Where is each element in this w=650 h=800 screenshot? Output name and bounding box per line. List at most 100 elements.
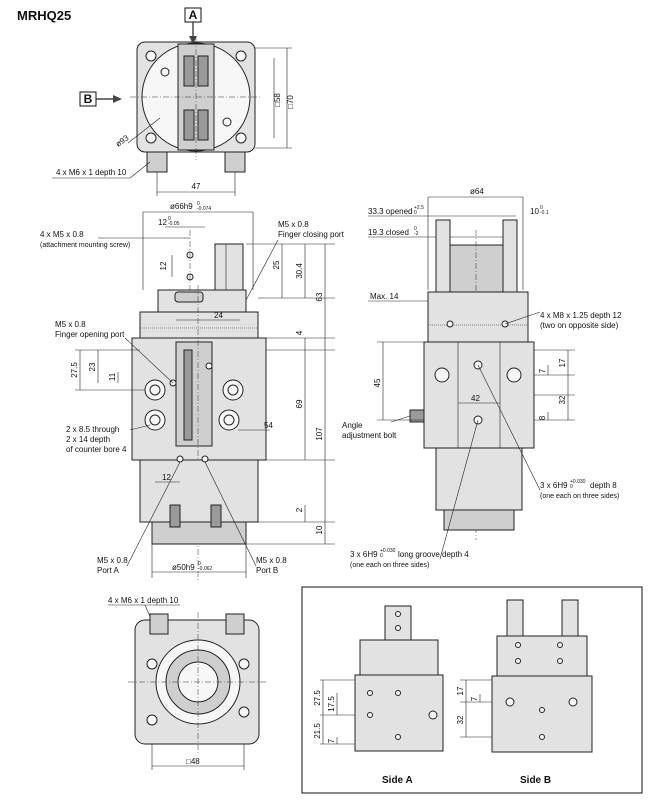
side-cylinder-body: [423, 341, 535, 449]
inset-b-finger-l: [506, 599, 524, 637]
front-center-rack: [183, 349, 193, 441]
front-base-bolt-2: [210, 504, 222, 528]
side-thread-1: [446, 320, 454, 328]
through-1: 2 x 8.5 through: [66, 425, 119, 434]
opened: 33.3 opened: [368, 207, 413, 216]
inset-dim-32: 32: [456, 715, 465, 724]
inset-frame: [301, 586, 643, 794]
svg-text:-0.05: -0.05: [168, 221, 180, 227]
inset-panel: 27.5 17.5 21.5 7 Side A 17 7 32 Side B: [301, 586, 643, 794]
top-finger-1: [183, 55, 195, 87]
front-port-a: [176, 455, 184, 463]
hole-label-2: (one each on three sides): [540, 493, 619, 500]
closed: 19.3 closed: [368, 228, 409, 237]
port-a-1: M5 x 0.8: [97, 556, 128, 565]
dim-25: 25: [272, 260, 281, 269]
closing-port-1: M5 x 0.8: [278, 220, 309, 229]
dim-107: 107: [315, 427, 324, 441]
attach-label-1: 4 x M5 x 0.8: [40, 230, 84, 239]
bottom-bolt-2: [225, 613, 245, 635]
max-14: Max. 14: [370, 292, 399, 301]
dim-48: □48: [186, 757, 200, 766]
top-bolt-right: [224, 151, 246, 173]
front-base: [151, 521, 247, 545]
dim-93: ø93: [114, 133, 131, 149]
top-finger-3: [183, 109, 195, 141]
port-b-leader: [204, 461, 257, 567]
top-hole-6: [222, 117, 232, 127]
front-lower-body: [139, 459, 259, 523]
hole-label-depth: depth 8: [590, 481, 617, 490]
inset-dim-17-5: 17.5: [327, 696, 336, 712]
bottom-bolt-1: [149, 613, 169, 635]
top-hole-1: [145, 50, 157, 62]
dim-58: □58: [273, 93, 282, 107]
top-finger-2: [197, 55, 209, 87]
side-a-label: Side A: [382, 775, 413, 786]
side-view: ø64 33.3 opened +2.5 0 10 0 -0.1 19.3 cl…: [342, 187, 622, 569]
side-bore-2: [506, 367, 522, 383]
dim-93-leader: [127, 117, 161, 144]
dim-10: 10: [315, 525, 324, 534]
svg-text:-0.062: -0.062: [198, 566, 212, 572]
side-thread-2-label: (two on opposite side): [540, 321, 619, 330]
front-attachment-slot: [174, 291, 204, 303]
dim-12-v: 12: [159, 261, 168, 270]
inset-a-top: [359, 639, 439, 676]
inset-dim-7b: 7: [470, 696, 479, 701]
side-bore-1: [434, 367, 450, 383]
dim-12-top: 12: [158, 218, 167, 227]
top-hole-4: [235, 132, 247, 144]
hole-label-1: 3 x 6H9: [540, 481, 568, 490]
bottom-hole-2: [238, 658, 250, 670]
through-2: 2 x 14 depth: [66, 435, 110, 444]
groove-label-2: (one each on three sides): [350, 562, 429, 569]
dim-24: 24: [214, 311, 223, 320]
bottom-hole-1: [146, 658, 158, 670]
view-a-label: A: [189, 8, 198, 22]
svg-text:+0.030: +0.030: [380, 548, 396, 554]
top-thread-leader: [129, 161, 151, 179]
front-base-bolt-1: [169, 504, 181, 528]
front-port-b: [201, 455, 209, 463]
view-b-label: B: [84, 92, 93, 106]
svg-text:0: 0: [414, 226, 417, 232]
svg-text:0: 0: [198, 561, 201, 567]
dim-45-side: 45: [373, 378, 382, 387]
front-closing-port: [205, 362, 213, 370]
side-lower-body: [435, 447, 523, 511]
side-finger-base: [449, 244, 504, 293]
port-a-leader: [126, 461, 181, 567]
top-view: A B □70 □58 ø93: [52, 7, 295, 196]
svg-text:0: 0: [540, 205, 543, 211]
dim-64: ø64: [470, 187, 484, 196]
dim-7-side: 7: [538, 368, 547, 373]
inset-dim-21-5: 21.5: [313, 723, 322, 739]
svg-text:+0.030: +0.030: [570, 479, 586, 485]
groove-label-1: 3 x 6H9: [350, 550, 378, 559]
side-upper-body: [427, 291, 529, 343]
dim-50: ø50h9: [172, 563, 195, 572]
dim-32-side: 32: [558, 395, 567, 404]
side-thread-1-label: 4 x M8 x 1.25 depth 12: [540, 311, 622, 320]
view-b-arrowhead: [113, 95, 122, 103]
inset-b-top: [496, 635, 588, 677]
inset-dim-17: 17: [456, 686, 465, 695]
port-b-2: Port B: [256, 566, 278, 575]
svg-text:-0.1: -0.1: [540, 210, 549, 216]
side-b-label: Side B: [520, 775, 551, 786]
top-hole-3: [145, 132, 157, 144]
groove-label-rest: long groove depth 4: [398, 550, 469, 559]
front-upper-body: [139, 311, 259, 339]
through-leader: [129, 424, 151, 431]
side-base: [443, 509, 515, 531]
side-finger-right: [502, 219, 518, 293]
dim-17-side: 17: [558, 358, 567, 367]
svg-text:-0.074: -0.074: [197, 206, 211, 212]
through-3: of counter bore 4: [66, 445, 127, 454]
dim-27-5: 27.5: [70, 362, 79, 378]
svg-text:0: 0: [570, 484, 573, 490]
dim-8-side: 8: [538, 415, 547, 420]
view-a-arrowhead: [189, 36, 197, 44]
angle-2: adjustment bolt: [342, 431, 397, 440]
